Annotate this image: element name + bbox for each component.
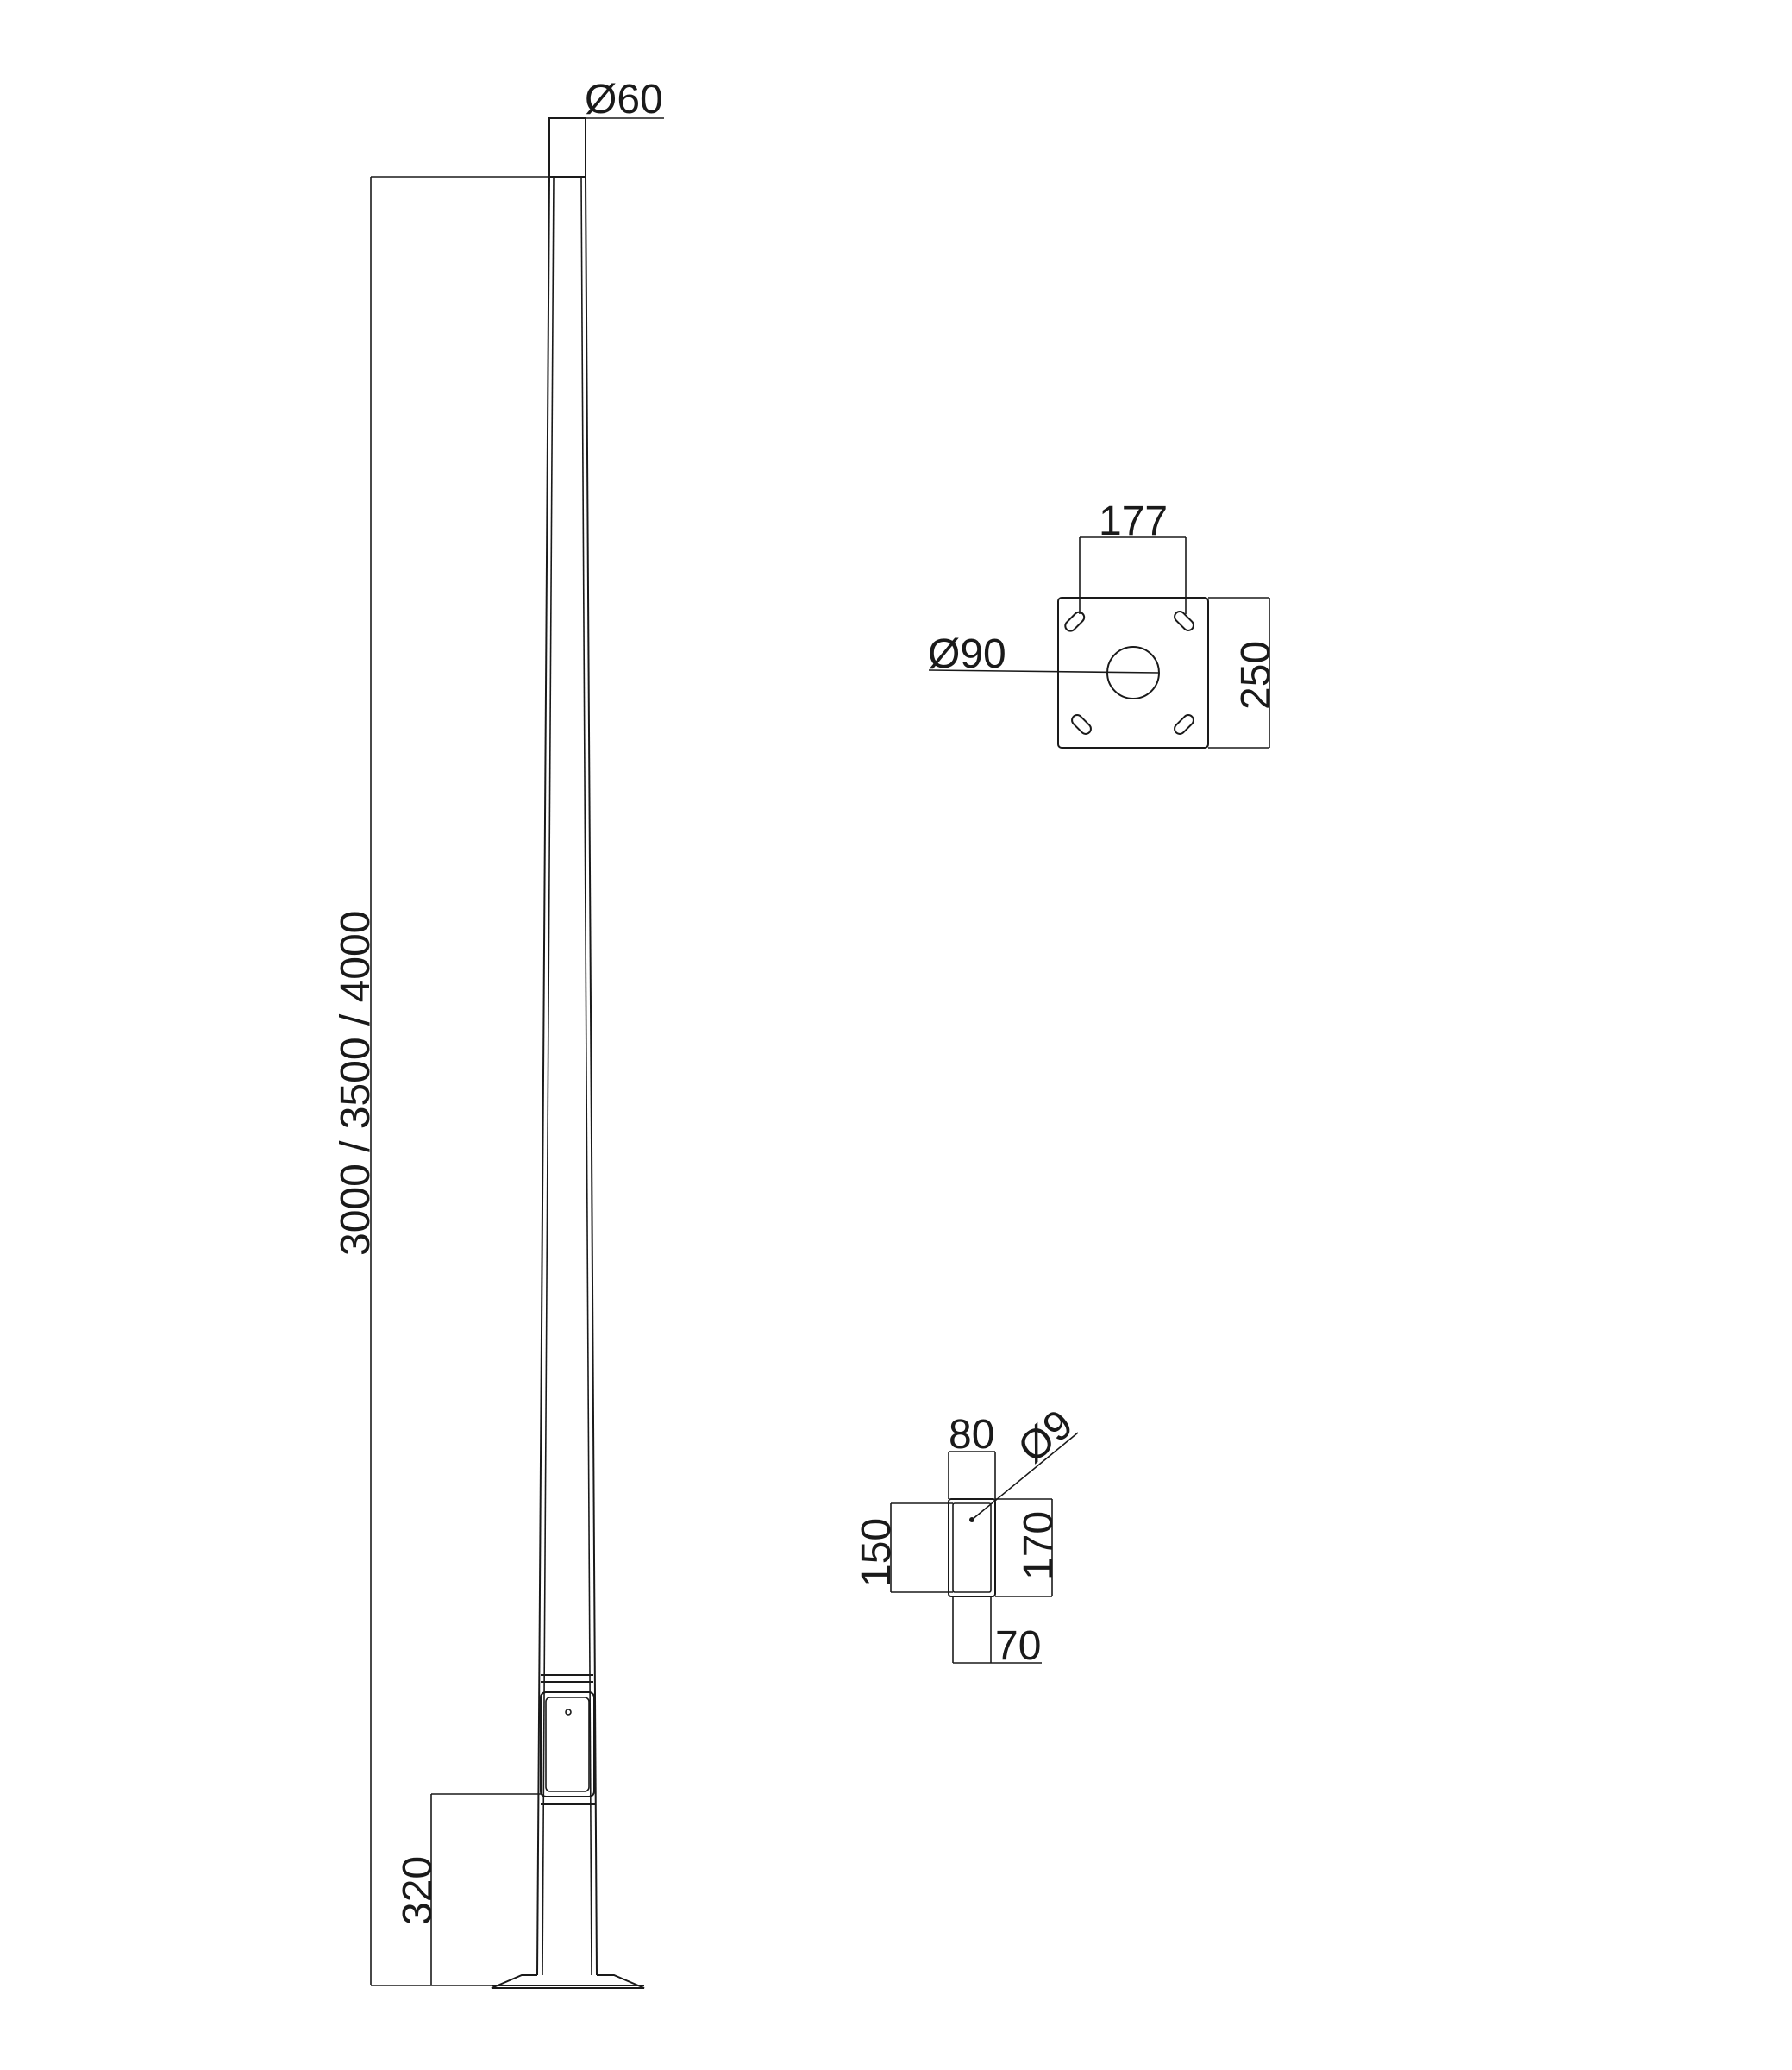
- base-plate-outline: [1057, 597, 1209, 749]
- door-width-label: 80: [949, 1412, 994, 1458]
- dim-plate-size: 250: [1208, 597, 1279, 749]
- bolt-slot-bottom-right: [1174, 714, 1194, 735]
- dim-top-diameter: Ø60: [548, 77, 664, 177]
- bolt-spacing-label: 177: [1099, 499, 1168, 544]
- bolt-slot-top-right: [1174, 611, 1194, 631]
- dim-door-width: 80: [948, 1412, 996, 1499]
- pole-top-cap: [548, 117, 586, 178]
- pole-top-diameter-label: Ø60: [585, 77, 663, 122]
- bolt-slot-bottom-left: [1071, 714, 1092, 735]
- door-outer-height-label: 170: [1016, 1511, 1062, 1580]
- dim-center-hole: Ø90: [928, 631, 1160, 677]
- pole-height-label: 3000 / 3500 / 4000: [333, 911, 379, 1256]
- door-height-label: 320: [395, 1856, 441, 1925]
- dim-door-outer-height: 170: [995, 1498, 1062, 1597]
- door-outer-frame: [948, 1498, 996, 1597]
- door-detail: [948, 1498, 996, 1597]
- pole-shaft-right-edge: [585, 176, 598, 1976]
- pole-elevation: [491, 117, 645, 1989]
- dim-door-height: 320: [395, 1793, 541, 1985]
- door-screw-hole: [565, 1709, 572, 1716]
- door-opening-label: 70: [995, 1623, 1041, 1669]
- pole-access-door: [540, 1674, 595, 1805]
- pole-shaft-left-edge: [536, 176, 550, 1976]
- plate-size-label: 250: [1233, 641, 1279, 710]
- bolt-slot-top-left: [1064, 611, 1086, 632]
- dim-bolt-spacing: 177: [1079, 499, 1187, 614]
- dim-door-inner-height: 150: [854, 1502, 953, 1593]
- dim-pole-height: 3000 / 3500 / 4000: [333, 176, 644, 1986]
- door-hole-label: Ø9: [1010, 1402, 1081, 1472]
- dim-door-opening: 70: [952, 1596, 1042, 1669]
- door-inner-panel: [952, 1502, 992, 1593]
- center-hole-label: Ø90: [928, 631, 1006, 677]
- door-inner-height-label: 150: [854, 1518, 899, 1587]
